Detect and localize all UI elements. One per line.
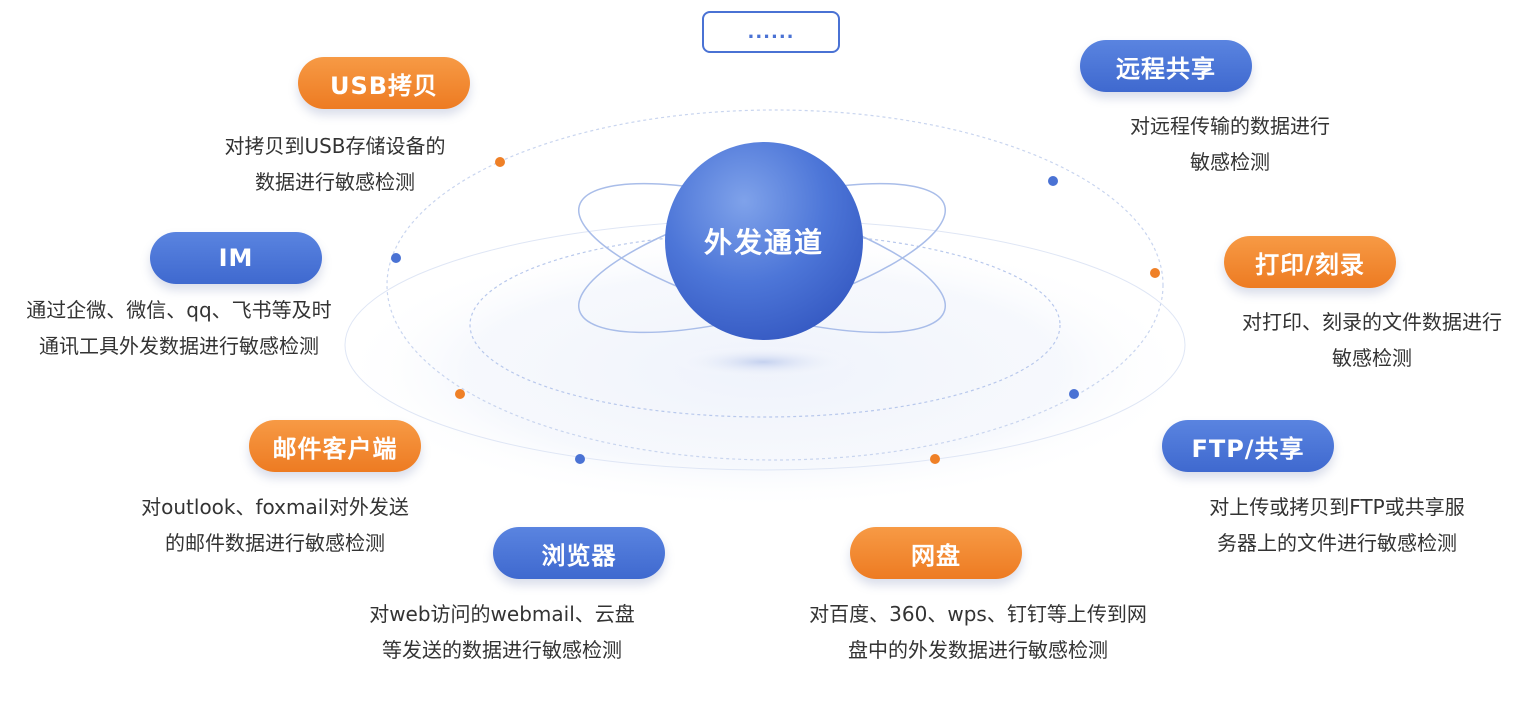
- channel-print-burn-desc: 对打印、刻录的文件数据进行 敏感检测: [1212, 304, 1527, 376]
- orbit-dot: [1150, 268, 1160, 278]
- desc-line: 敏感检测: [1332, 346, 1412, 370]
- desc-line: 务器上的文件进行敏感检测: [1217, 531, 1457, 555]
- orbit-dot: [930, 454, 940, 464]
- desc-line: 的邮件数据进行敏感检测: [165, 531, 385, 555]
- desc-line: 数据进行敏感检测: [255, 170, 415, 194]
- channel-ftp-share-desc: 对上传或拷贝到FTP或共享服 务器上的文件进行敏感检测: [1178, 489, 1496, 561]
- sphere-shadow: [673, 346, 853, 378]
- desc-line: 通讯工具外发数据进行敏感检测: [39, 334, 319, 358]
- outer-orbit-ring: [386, 109, 1164, 461]
- channel-ftp-share-button[interactable]: FTP/共享: [1162, 420, 1334, 472]
- desc-line: 对打印、刻录的文件数据进行: [1242, 310, 1502, 334]
- channel-browser-button[interactable]: 浏览器: [493, 527, 665, 579]
- more-channels-button[interactable]: ......: [702, 11, 840, 53]
- channel-netdisk-desc: 对百度、360、wps、钉钉等上传到网 盘中的外发数据进行敏感检测: [770, 596, 1186, 668]
- desc-line: 对web访问的webmail、云盘: [369, 602, 635, 626]
- channel-usb-button[interactable]: USB拷贝: [298, 57, 470, 109]
- channel-im-desc: 通过企微、微信、qq、飞书等及时 通讯工具外发数据进行敏感检测: [0, 292, 358, 364]
- desc-line: 对百度、360、wps、钉钉等上传到网: [809, 602, 1147, 626]
- channel-browser-desc: 对web访问的webmail、云盘 等发送的数据进行敏感检测: [330, 596, 674, 668]
- orbit-dot: [575, 454, 585, 464]
- orbit-dot: [1069, 389, 1079, 399]
- center-label: 外发通道: [703, 226, 824, 259]
- channel-im-button[interactable]: IM: [150, 232, 322, 284]
- channel-print-burn-button[interactable]: 打印/刻录: [1224, 236, 1396, 288]
- channel-netdisk-button[interactable]: 网盘: [850, 527, 1022, 579]
- middle-orbit-ring: [469, 232, 1061, 418]
- center-sphere: [665, 142, 863, 340]
- desc-line: 对拷贝到USB存储设备的: [224, 134, 446, 158]
- channel-remote-share-desc: 对远程传输的数据进行 敏感检测: [1095, 108, 1365, 180]
- desc-line: 盘中的外发数据进行敏感检测: [848, 638, 1108, 662]
- orbit-dot: [1048, 176, 1058, 186]
- desc-line: 通过企微、微信、qq、飞书等及时: [26, 298, 332, 322]
- orbit-dot: [455, 389, 465, 399]
- desc-line: 对outlook、foxmail对外发送: [141, 495, 409, 519]
- channel-mail-client-desc: 对outlook、foxmail对外发送 的邮件数据进行敏感检测: [105, 489, 445, 561]
- channel-remote-share-button[interactable]: 远程共享: [1080, 40, 1252, 92]
- desc-line: 对远程传输的数据进行: [1130, 114, 1330, 138]
- orbit-dot: [495, 157, 505, 167]
- desc-line: 敏感检测: [1190, 150, 1270, 174]
- desc-line: 等发送的数据进行敏感检测: [382, 638, 622, 662]
- orbit-dot: [391, 253, 401, 263]
- channel-usb-desc: 对拷贝到USB存储设备的 数据进行敏感检测: [185, 128, 485, 200]
- desc-line: 对上传或拷贝到FTP或共享服: [1209, 495, 1465, 519]
- channel-mail-client-button[interactable]: 邮件客户端: [249, 420, 421, 472]
